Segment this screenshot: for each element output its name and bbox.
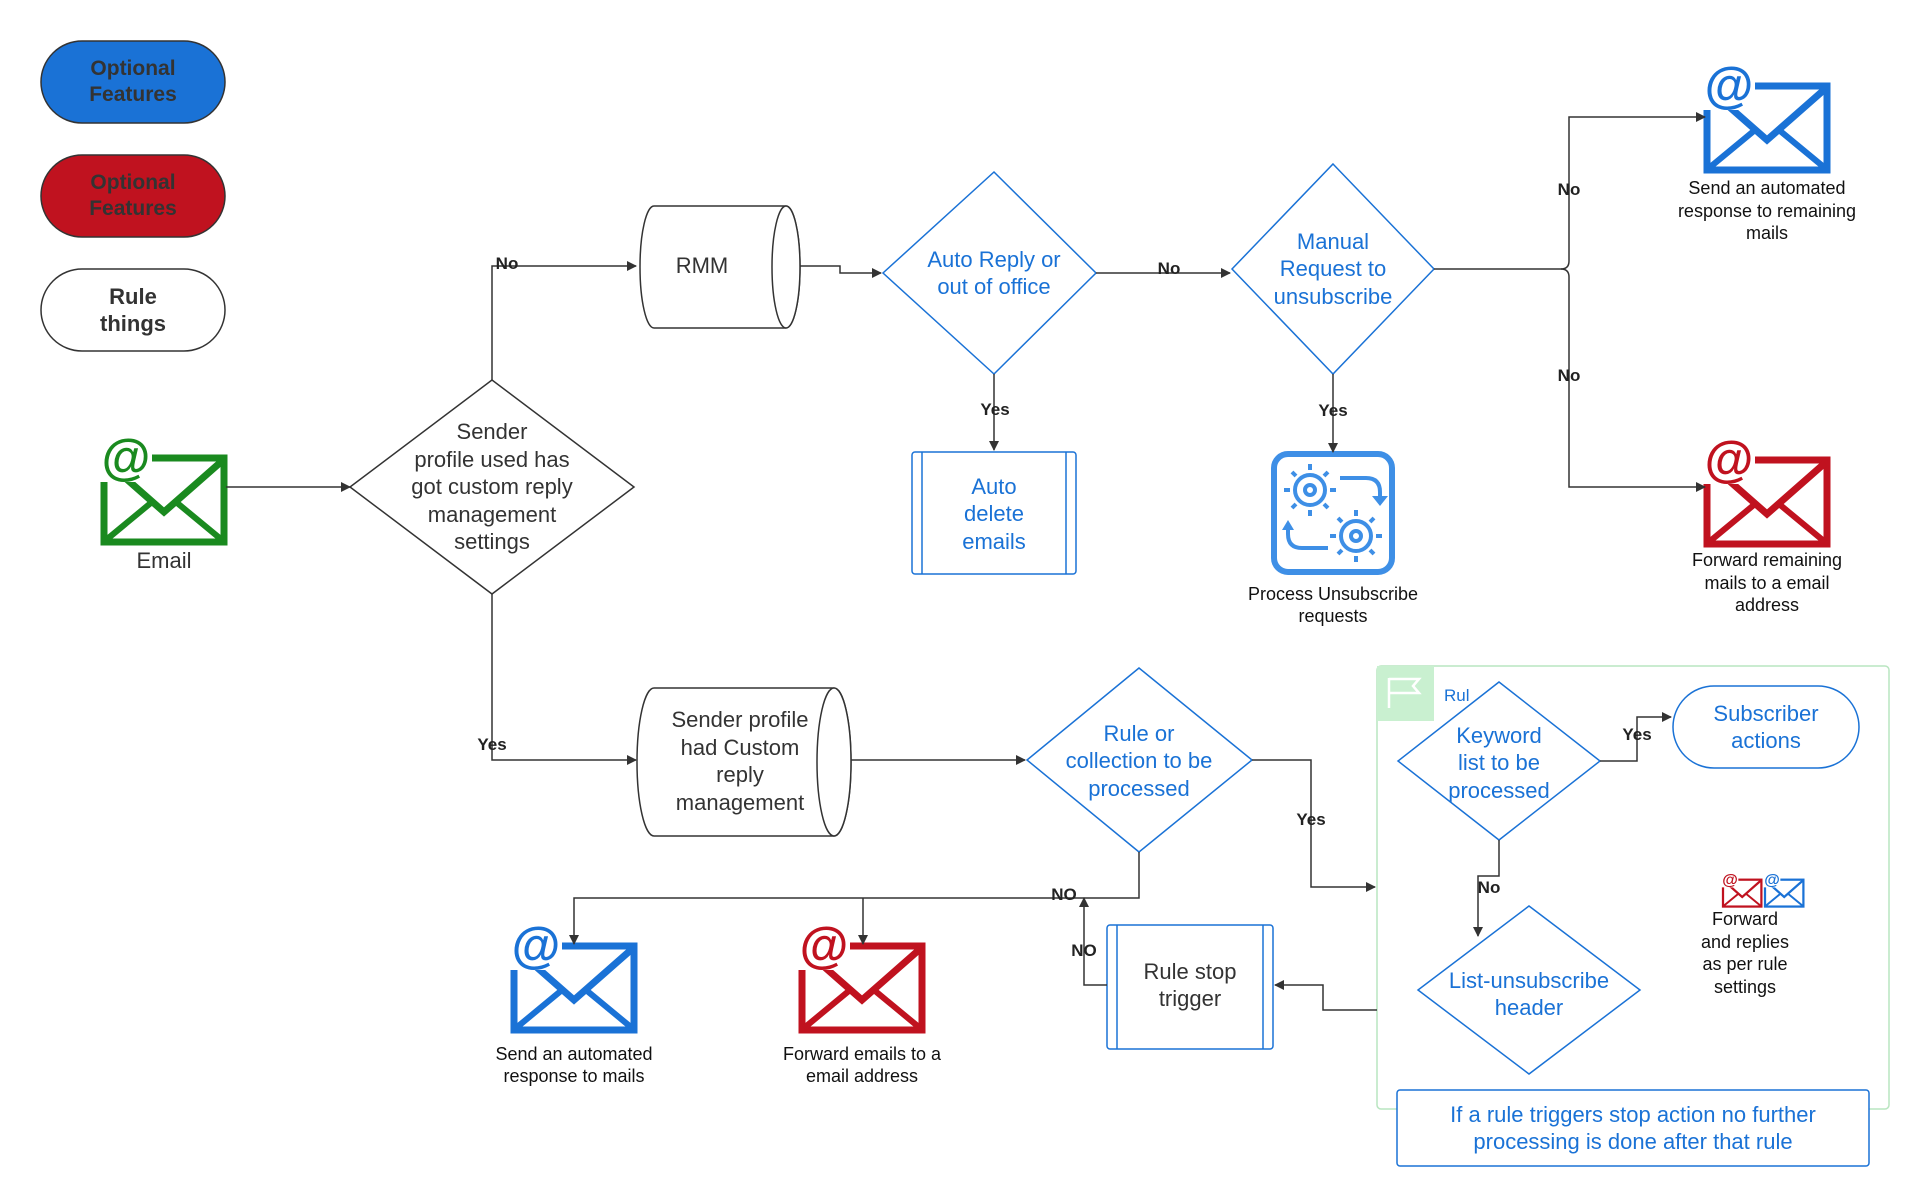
legend-rule-things-label: Rule things (100, 283, 166, 337)
gear-icon (1271, 451, 1395, 575)
sender-profile-decision-label: Sender profile used has got custom reply… (411, 419, 573, 555)
manual-request-label: Manual Request to unsubscribe (1273, 228, 1393, 309)
sender-custom-label: Sender profile had Custom reply manageme… (671, 707, 809, 815)
edge-manual-to-forward (1560, 268, 1706, 492)
envelope-blue-icon (1701, 56, 1827, 170)
rmm-label: RMM (675, 253, 729, 279)
edge-label-no-list: No (1477, 878, 1501, 897)
flag-icon (1377, 666, 1434, 721)
forward-replies-label: Forward and replies as per rule settings (1700, 909, 1790, 997)
edge-stop-to-rule (1079, 897, 1107, 986)
edge-label-no-rmm: No (495, 254, 519, 273)
forward-remaining-label: Forward remaining mails to a email addre… (1691, 550, 1843, 616)
legend-optional-red-label: Optional Features (89, 170, 177, 220)
rule-stop-box (1106, 924, 1274, 1050)
rule-collection-label: Rule or collection to be processed (1065, 720, 1213, 801)
keyword-list-label: Keyword list to be processed (1448, 722, 1550, 803)
edge-decision-to-sender-custom (491, 594, 637, 765)
edge-label-no-stop: NO (1071, 941, 1097, 960)
email-icon (98, 428, 224, 542)
edge-rule-to-send (569, 852, 1140, 945)
edge-label-no-send: No (1557, 180, 1581, 199)
edge-label-yes-auto-delete: Yes (980, 400, 1010, 419)
list-unsubscribe-label: List-unsubscribe header (1448, 967, 1610, 1021)
legend-optional-blue-label: Optional Features (89, 56, 177, 106)
edge-label-yes-rules: Yes (1296, 810, 1326, 829)
edge-label-yes-process: Yes (1318, 401, 1348, 420)
send-remaining-label: Send an automated response to remaining … (1677, 178, 1857, 244)
edge-container-to-stop (1274, 980, 1377, 1011)
auto-delete-label: Auto delete emails (962, 473, 1026, 554)
stop-note-label: If a rule triggers stop action no furthe… (1450, 1101, 1816, 1155)
rmm-cylinder (639, 205, 801, 329)
forward-emails-label: Forward emails to a email address (782, 1043, 942, 1087)
envelope-red-icon (1701, 430, 1827, 544)
edge-rule-to-container (1252, 759, 1376, 892)
envelope-red-bottom-icon (796, 916, 922, 1030)
legend-optional-blue (40, 40, 226, 124)
edge-label-no-outputs: NO (1051, 885, 1077, 904)
stop-note-shape (1396, 1089, 1870, 1167)
subscriber-actions-shape (1672, 685, 1860, 769)
email-label: Email (136, 548, 192, 574)
legend-optional-red (40, 154, 226, 238)
auto-reply-label: Auto Reply or out of office (927, 246, 1061, 300)
auto-delete-box (911, 451, 1077, 575)
edge-keyword-to-list (1473, 840, 1500, 937)
process-unsubscribe-label: Process Unsubscribe requests (1247, 583, 1419, 627)
rule-container-label: Rul (1444, 686, 1470, 706)
edge-label-yes-custom: Yes (477, 735, 507, 754)
edge-label-no-manual: No (1157, 259, 1181, 278)
subscriber-actions-label: Subscriber actions (1713, 700, 1819, 754)
edge-keyword-to-subscriber (1600, 712, 1672, 762)
edge-label-yes-subscriber: Yes (1622, 725, 1652, 744)
edge-decision-to-rmm (491, 261, 637, 380)
list-unsubscribe-decision-shape (1416, 905, 1642, 1075)
send-automated-label: Send an automated response to mails (495, 1043, 653, 1087)
sender-custom-cylinder (636, 687, 852, 837)
legend-rule-things (40, 268, 226, 352)
edge-rmm-to-autoreply (800, 265, 882, 278)
rule-stop-label: Rule stop trigger (1143, 958, 1237, 1012)
edge-label-no-forward: No (1557, 366, 1581, 385)
envelope-blue-bottom-icon (508, 916, 634, 1030)
